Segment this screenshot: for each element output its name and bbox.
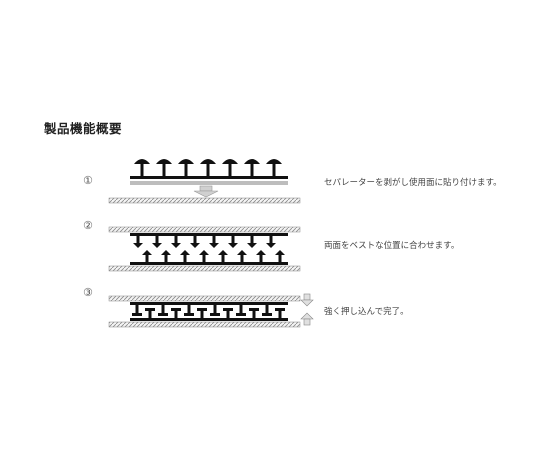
step-3-bottom-hook xyxy=(171,308,181,318)
step-3-bottom-hook xyxy=(197,308,207,318)
step-1-fastener-head xyxy=(244,159,260,177)
step-3-top-base xyxy=(130,302,288,305)
step-3-top-hook xyxy=(262,305,272,316)
step-1-down-arrow-icon xyxy=(193,185,219,198)
step-2-bottom-hook xyxy=(256,250,266,262)
step-2-number: ② xyxy=(83,219,93,232)
step-2-bottom-hook xyxy=(199,250,209,262)
step-2-top-hook xyxy=(266,236,276,248)
step-1-fastener-head xyxy=(156,159,172,177)
step-2-bottom-hook xyxy=(180,250,190,262)
step-3-bottom-hook xyxy=(275,308,285,318)
step-1-illustration xyxy=(108,159,301,204)
press-arrows-icon xyxy=(300,293,314,326)
step-2-bottom-hook xyxy=(161,250,171,262)
step-1-description: セパレーターを剥がし使用面に貼り付けます。 xyxy=(324,178,502,188)
step-2-top-base xyxy=(130,233,288,236)
step-2-top-hook xyxy=(190,236,200,248)
step-2-top-hook xyxy=(247,236,257,248)
step-3-bottom-surface xyxy=(108,321,301,328)
step-2-top-hook xyxy=(152,236,162,248)
step-3-top-hook xyxy=(158,305,168,316)
step-1-fastener-head xyxy=(222,159,238,177)
step-2-bottom-hook xyxy=(237,250,247,262)
step-1-fastener-head xyxy=(178,159,194,177)
step-3-top-hook xyxy=(210,305,220,316)
step-3-bottom-hook xyxy=(249,308,259,318)
step-3-top-hook xyxy=(236,305,246,316)
step-3-description: 強く押し込んで完了。 xyxy=(324,307,409,317)
step-3-top-hook xyxy=(132,305,142,316)
step-2-bottom-hook xyxy=(218,250,228,262)
step-2-bottom-hook xyxy=(142,250,152,262)
step-2-top-hook xyxy=(209,236,219,248)
step-3-number: ③ xyxy=(83,286,93,299)
step-1-separator xyxy=(130,181,288,185)
step-2-illustration xyxy=(108,226,301,272)
step-2-top-hook xyxy=(228,236,238,248)
step-3-bottom-hook xyxy=(145,308,155,318)
step-2-top-hook xyxy=(133,236,143,248)
step-2-description: 両面をベストな位置に合わせます。 xyxy=(324,241,460,251)
step-3-bottom-base xyxy=(130,318,288,321)
step-2-bottom-base xyxy=(130,262,288,265)
page-title: 製品機能概要 xyxy=(44,121,123,136)
step-1-fastener-head xyxy=(266,159,282,177)
step-3-bottom-hook xyxy=(223,308,233,318)
step-3-top-surface xyxy=(108,295,301,302)
step-3-illustration xyxy=(108,293,314,328)
step-2-bottom-hook xyxy=(275,250,285,262)
step-1-number: ① xyxy=(83,174,93,187)
step-1-fastener-head xyxy=(200,159,216,177)
step-2-top-hook xyxy=(171,236,181,248)
step-1-surface xyxy=(108,197,301,204)
step-1-fastener-head xyxy=(134,159,150,177)
step-2-bottom-surface xyxy=(108,265,301,272)
step-1-fastener-base xyxy=(130,176,288,179)
step-2-top-surface xyxy=(108,226,301,233)
step-3-top-hook xyxy=(184,305,194,316)
